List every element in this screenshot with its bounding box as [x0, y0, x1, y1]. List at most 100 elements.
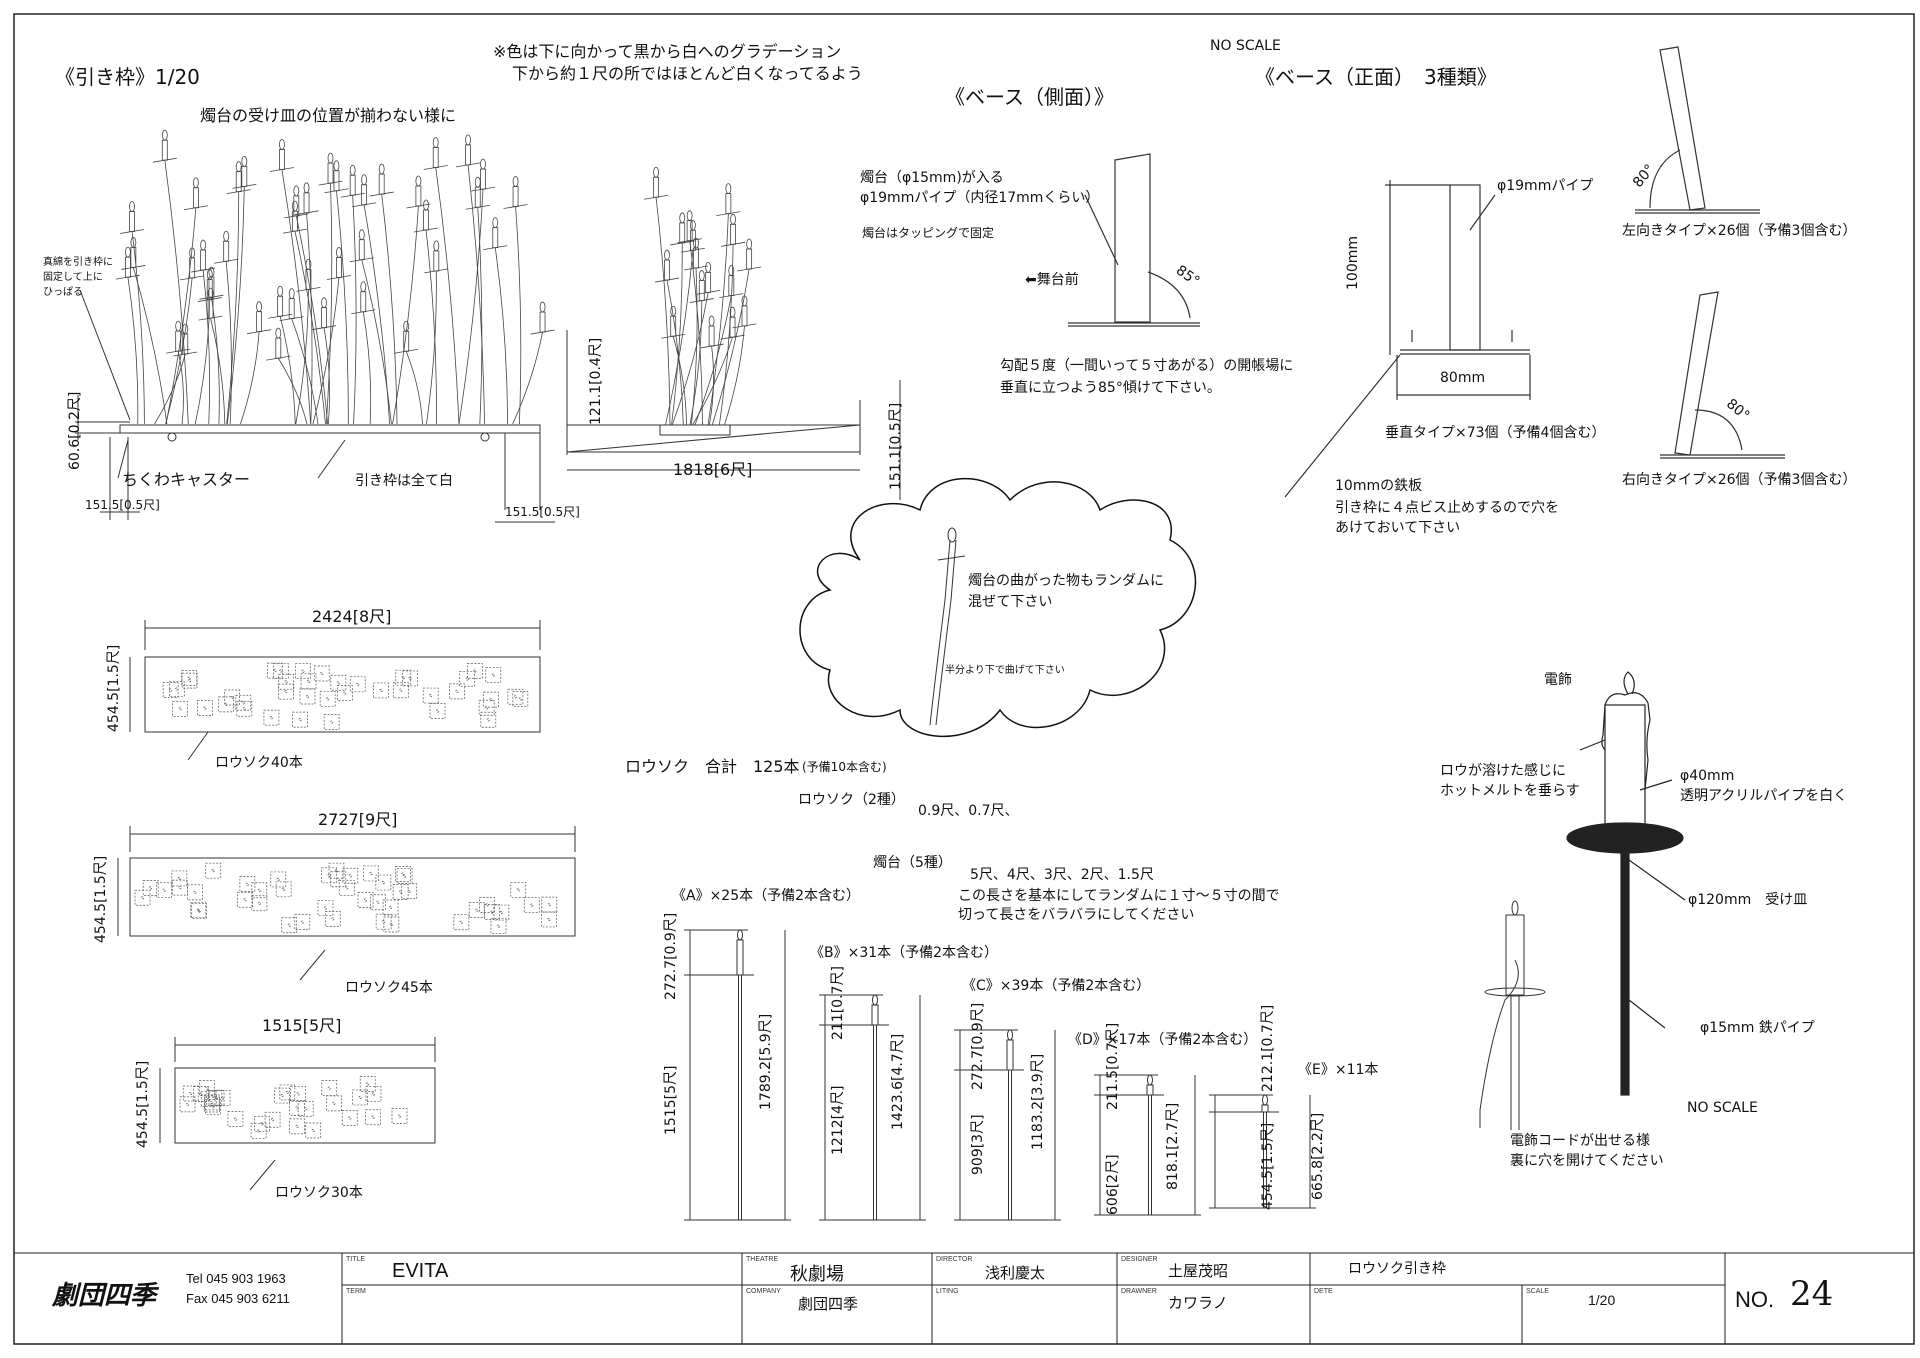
vertical-type-label: 垂直タイプ×73個（予備4個含む）	[1385, 425, 1606, 441]
length-note-1: この長さを基本にしてランダムに１寸〜５寸の間で	[958, 888, 1280, 904]
detail-iron: φ15mm 鉄パイプ	[1700, 1020, 1815, 1036]
side-candle-cluster	[644, 166, 762, 426]
layout-8shaku	[129, 620, 541, 761]
layout-3-width: 1515[5尺]	[262, 1016, 342, 1035]
detail-pipe40: φ40mm	[1680, 768, 1735, 784]
candle-types: ロウソク（2種）	[798, 792, 905, 808]
company-fax: Fax 045 903 6211	[186, 1291, 290, 1306]
frame-side-view	[566, 330, 901, 500]
frame-title: 《引き枠》1/20	[55, 65, 200, 89]
holder-a-top: 272.7[0.9尺]	[663, 912, 679, 1000]
stage-front-label: ⬅舞台前	[1025, 272, 1079, 288]
lbl-company: COMPANY	[746, 1288, 781, 1295]
caster-label: ちくわキャスター	[122, 470, 251, 489]
detail-wax-2: ホットメルトを垂らす	[1440, 783, 1580, 799]
detail-cord-2: 裏に穴を開けてください	[1510, 1153, 1664, 1169]
layout-5shaku	[159, 1037, 436, 1191]
holder-d-top: 211.5[0.7尺]	[1105, 1022, 1121, 1110]
tb-director: 浅利慶太	[985, 1265, 1046, 1282]
candle-detail-small	[1479, 900, 1546, 1130]
holder-e-label: 《E》×11本	[1298, 1062, 1379, 1078]
dim-1818: 1818[6尺]	[673, 460, 753, 479]
base-front-right	[1660, 291, 1785, 459]
detail-cord-1: 電飾コードが出せる様	[1510, 1133, 1650, 1149]
left-type-label: 左向きタイプ×26個（予備3個含む）	[1622, 223, 1857, 239]
holder-d-low: 606[2尺]	[1105, 1154, 1121, 1215]
length-note-2: 切って長さをバラバラにしてください	[958, 907, 1195, 923]
pipe-note-2: φ19mmパイプ（内径17mmくらい）	[860, 190, 1100, 206]
candle-total-spare: (予備10本含む)	[802, 760, 887, 774]
base-front-vertical	[1284, 180, 1531, 498]
frame-white-label: 引き枠は全て白	[355, 473, 453, 489]
layout-1-count: ロウソク40本	[215, 755, 303, 771]
fix-note: 燭台はタッピングで固定	[862, 226, 995, 240]
lbl-liting: LITING	[936, 1288, 959, 1295]
tb-drawing-name: ロウソク引き枠	[1348, 1260, 1446, 1276]
holder-a-label: 《A》×25本（予備2本含む）	[672, 888, 861, 904]
holder-a-low: 1515[5尺]	[663, 1065, 679, 1135]
base-side-title: 《ベース（側面）》	[945, 85, 1114, 109]
company-logo: 劇団四季	[52, 1281, 157, 1311]
frame-candle-cluster	[115, 129, 555, 425]
base-front-title: 《ベース（正面） 3種類》	[1255, 65, 1497, 89]
lbl-designer: DESIGNER	[1121, 1256, 1158, 1263]
tb-theatre: 秋劇場	[790, 1264, 844, 1284]
candle-type-sizes: 0.9尺、0.7尺、	[918, 803, 1019, 819]
layout-2-width: 2727[9尺]	[318, 810, 398, 829]
lbl-scale: SCALE	[1526, 1288, 1549, 1295]
note-gradient: ※色は下に向かって黒から白へのグラデーション	[493, 42, 842, 61]
note-gradient-2: 下から約１尺の所ではほとんど白くなってるよう	[512, 64, 863, 83]
tb-no: 24	[1790, 1274, 1834, 1314]
holder-d-total: 818.1[2.7尺]	[1165, 1102, 1181, 1190]
layout-1-height: 454.5[1.5尺]	[106, 644, 122, 732]
layout-2-count: ロウソク45本	[345, 980, 433, 996]
plate-note-1: 引き枠に４点ビス止めするので穴を	[1335, 500, 1559, 516]
tb-no-label: NO.	[1735, 1287, 1775, 1312]
holder-b-low: 1212[4尺]	[830, 1085, 846, 1155]
tb-designer: 土屋茂昭	[1168, 1263, 1229, 1280]
title-block-lines	[14, 1252, 1914, 1344]
holder-sizes: 5尺、4尺、3尺、2尺、1.5尺	[970, 867, 1154, 883]
detail-wax-1: ロウが溶けた感じに	[1440, 763, 1566, 779]
lbl-dete: DETE	[1314, 1288, 1333, 1295]
holder-b-label: 《B》×31本（予備2本含む）	[810, 945, 999, 961]
layout-3-count: ロウソク30本	[275, 1185, 363, 1201]
cloud-note-2: 混ぜて下さい	[968, 594, 1053, 610]
holder-b-total: 1423.6[4.7尺]	[890, 1033, 906, 1130]
lbl-director: DIRECTOR	[936, 1256, 973, 1263]
slope-note-1: 勾配５度（一間いって５寸あがる）の開帳場に	[1000, 358, 1294, 374]
layout-9shaku	[117, 826, 576, 981]
tb-title: EVITA	[392, 1260, 449, 1282]
holder-types: 燭台（5種）	[873, 855, 952, 871]
front-height-label: 100mm	[1345, 236, 1361, 290]
candle-holder-types	[684, 929, 1316, 1221]
base-front-left	[1635, 46, 1760, 214]
dim-151-5-left: 151.5[0.5尺]	[85, 498, 160, 512]
front-width-label: 80mm	[1440, 370, 1486, 386]
lbl-term: TERM	[346, 1288, 366, 1295]
tb-drawner: カワラノ	[1168, 1295, 1228, 1312]
candle-total: ロウソク 合計 125本	[625, 757, 800, 776]
detail-tray: φ120mm 受け皿	[1688, 892, 1808, 908]
holder-c-top: 272.7[0.9尺]	[970, 1002, 986, 1090]
sheet-border	[13, 13, 1915, 1345]
candle-tray-note: 燭台の受け皿の位置が揃わない様に	[200, 106, 457, 125]
tb-company: 劇団四季	[798, 1296, 859, 1313]
lbl-theatre: THEATRE	[746, 1256, 779, 1263]
holder-d-label: 《D》×17本（予備2本含む）	[1068, 1032, 1258, 1048]
layout-2-height: 454.5[1.5尺]	[93, 855, 109, 943]
dim-60-6: 60.6[0.2尺]	[67, 391, 83, 470]
holder-c-label: 《C》×39本（予備2本含む）	[962, 978, 1151, 994]
detail-acrylic: 透明アクリルパイプを白く	[1680, 788, 1848, 804]
lbl-drawner: DRAWNER	[1121, 1288, 1157, 1295]
detail-no-scale: NO SCALE	[1687, 1100, 1758, 1116]
holder-b-top: 211[0.7尺]	[830, 966, 846, 1040]
detail-bulb: 電飾	[1544, 672, 1572, 688]
dim-151-5-right: 151.5[0.5尺]	[505, 505, 580, 519]
cloud-note-3: 半分より下で曲げて下さい	[945, 665, 1065, 676]
dim-121-1: 121.1[0.4尺]	[588, 337, 604, 425]
slope-note-2: 垂直に立つよう85°傾けて下さい。	[1000, 380, 1221, 396]
tb-scale: 1/20	[1588, 1292, 1616, 1308]
